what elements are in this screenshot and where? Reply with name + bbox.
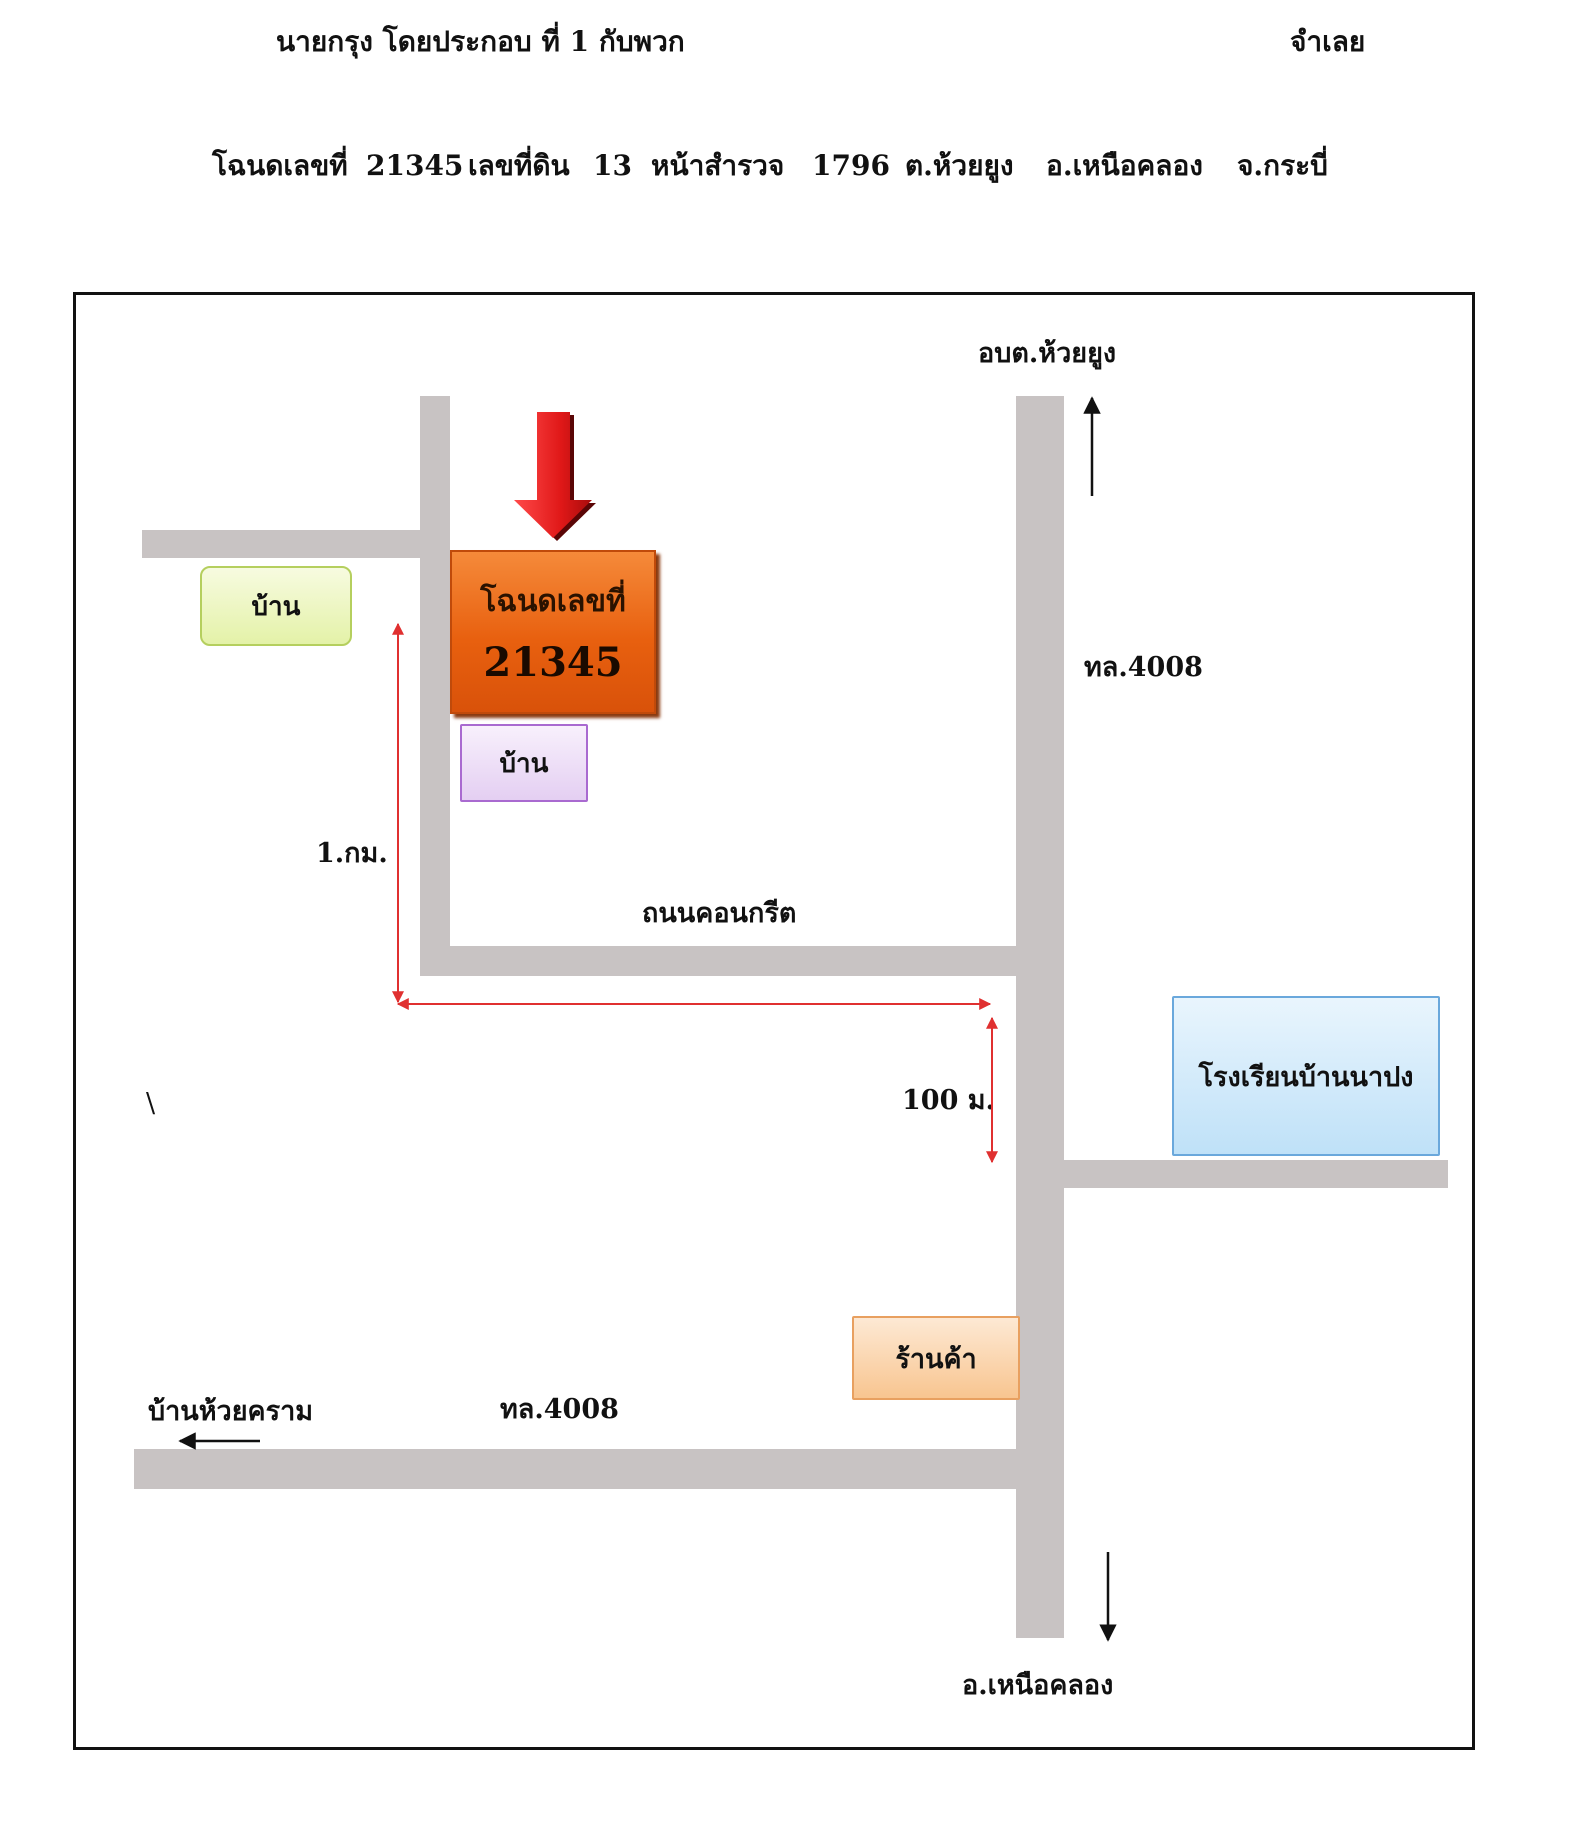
shop: ร้านค้า	[852, 1316, 1020, 1400]
highway-label-south: ทล.4008	[500, 1394, 619, 1425]
district: อ.เหนือคลอง	[1046, 149, 1203, 182]
road-school	[1060, 1160, 1448, 1188]
south-destination: อ.เหนือคลอง	[962, 1670, 1114, 1701]
house-south-label: บ้าน	[499, 748, 549, 779]
highway-4008-vertical	[1016, 396, 1064, 1638]
plot-pointer-arrow	[514, 412, 596, 541]
concrete-road	[420, 946, 1020, 976]
owner-name: นายกรุง โดยประกอบ ที่ 1 กับพวก	[276, 25, 685, 58]
west-destination: บ้านห้วยคราม	[148, 1396, 314, 1427]
road-west-top	[142, 530, 425, 558]
house-south: บ้าน	[460, 724, 588, 802]
shop-label: ร้านค้า	[895, 1343, 977, 1375]
house-west: บ้าน	[200, 566, 352, 646]
defendant-label: จำเลย	[1290, 25, 1366, 58]
plot-number: 21345	[483, 639, 623, 686]
land-number-label: เลขที่ดิน	[468, 149, 570, 182]
school-label: โรงเรียนบ้านนาปง	[1198, 1061, 1414, 1093]
plot-title: โฉนดเลขที่	[480, 584, 626, 619]
highway-4008-horizontal	[134, 1449, 1020, 1489]
deed-label: โฉนดเลขที่	[212, 149, 348, 182]
north-destination: อบต.ห้วยยูง	[978, 338, 1117, 369]
survey-number: 1796	[812, 149, 890, 182]
distance-100m: 100 ม.	[902, 1085, 995, 1116]
deed-number: 21345	[366, 149, 464, 182]
concrete-road-label: ถนนคอนกรีต	[642, 898, 797, 929]
school: โรงเรียนบ้านนาปง	[1172, 996, 1440, 1156]
province: จ.กระบี่	[1237, 149, 1328, 182]
house-west-label: บ้าน	[251, 591, 301, 622]
subdistrict: ต.ห้วยยูง	[905, 149, 1014, 182]
distance-1km: 1.กม.	[316, 838, 388, 869]
land-number: 13	[593, 149, 632, 182]
deed-plot: โฉนดเลขที่ 21345	[450, 550, 656, 714]
road-local-vertical	[420, 396, 450, 976]
survey-label: หน้าสำรวจ	[651, 149, 785, 182]
highway-label-east: ทล.4008	[1084, 652, 1203, 683]
map-frame	[73, 292, 1475, 1750]
stray-mark: \	[146, 1088, 156, 1119]
